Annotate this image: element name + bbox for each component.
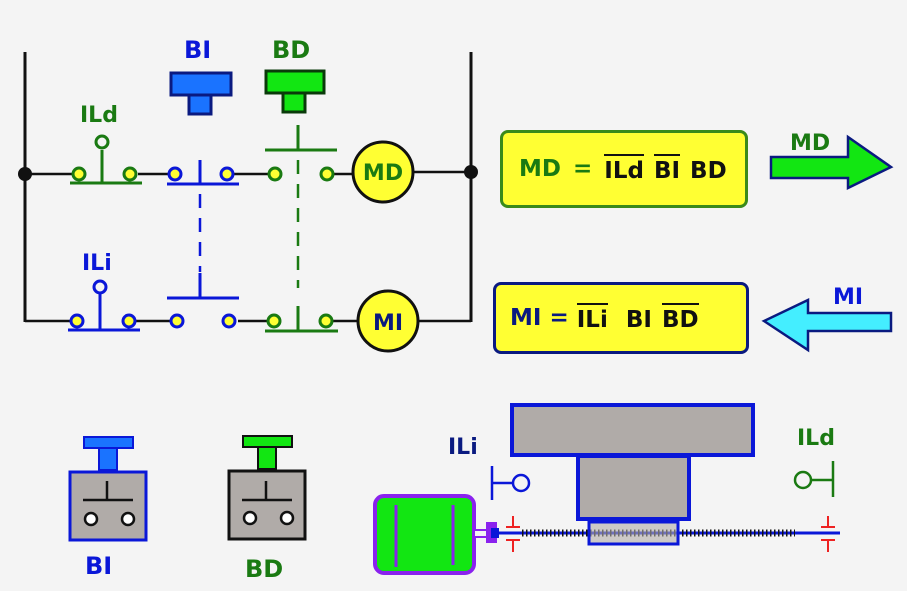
arrow-right-label: MD [790, 131, 830, 156]
device-bi-label: BI [85, 552, 112, 580]
machine-table [510, 403, 755, 457]
coil-md-label: MD [363, 161, 403, 186]
eq-md-term-bd: BD [690, 158, 727, 184]
bd-button-stem [281, 91, 307, 114]
limit-switch-ili-contact [68, 279, 140, 332]
screw-nut [587, 520, 680, 546]
bearing-left-icon [506, 516, 520, 552]
bi-button-cap [169, 71, 233, 97]
limit-switch-ild-contact [70, 134, 142, 185]
bd-nc-contact [265, 306, 338, 333]
machine-carriage [576, 454, 691, 521]
machine-limit-ili [490, 466, 531, 500]
device-bd-label: BD [245, 555, 283, 583]
coil-mi-label: MI [373, 311, 403, 336]
device-bi [68, 436, 148, 542]
eq-mi-term-bd: BD [661, 303, 699, 333]
machine-ild-label: ILd [797, 426, 835, 451]
eq-md-lhs: MD [519, 156, 561, 182]
junction-dot [464, 165, 478, 179]
junction-dot [18, 167, 32, 181]
arrow-left-icon [761, 298, 893, 353]
bd-button-cap [264, 69, 326, 95]
device-bd [227, 435, 307, 541]
coil-md [351, 140, 415, 204]
bd-label: BD [272, 36, 310, 64]
ili-label: ILi [82, 251, 112, 276]
coupling-inner [491, 528, 499, 538]
bi-button-stem [187, 93, 213, 116]
bi-label: BI [184, 36, 211, 64]
bd-no-contact [265, 125, 337, 182]
eq-mi-term-bi: BI [625, 307, 652, 333]
eq-md-equals: = [572, 156, 593, 182]
bi-no-contact [167, 273, 239, 329]
machine-ili-label: ILi [448, 435, 478, 460]
bearing-right-icon [821, 516, 835, 552]
ild-label: ILd [80, 103, 118, 128]
coil-mi [356, 289, 420, 353]
equation-md: MD = ILd BI BD [500, 130, 748, 208]
eq-md-term-ild: ILd [604, 154, 644, 184]
bi-nc-contact [167, 160, 239, 186]
arrow-right-icon [769, 134, 894, 191]
arrow-left-label: MI [833, 285, 863, 310]
machine-limit-ild [793, 461, 835, 497]
eq-mi-term-ili: ILi [576, 303, 608, 333]
motor-body [373, 494, 476, 575]
eq-mi-equals: = [549, 305, 569, 331]
equation-mi: MI = ILi BI BD [493, 282, 749, 354]
eq-mi-lhs: MI [510, 305, 542, 331]
motor-shaft [473, 529, 489, 538]
eq-md-term-bi: BI [653, 154, 681, 184]
